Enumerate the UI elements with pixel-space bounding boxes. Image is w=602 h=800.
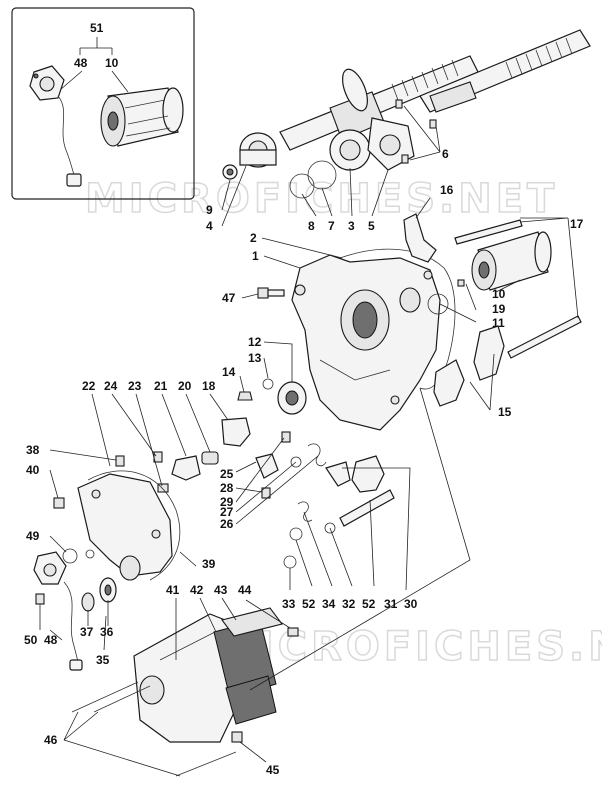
pin-icon xyxy=(457,279,465,287)
callout-7: 7 xyxy=(328,219,335,233)
callout-23: 23 xyxy=(128,379,142,393)
o-ring-2-icon xyxy=(62,548,78,564)
callout-19: 19 xyxy=(492,302,506,316)
callout-52-left: 52 xyxy=(302,597,316,611)
callout-39: 39 xyxy=(202,557,216,571)
callout-9: 9 xyxy=(206,203,213,217)
callout-4: 4 xyxy=(206,219,213,233)
callout-21: 21 xyxy=(154,379,168,393)
callout-17: 17 xyxy=(570,217,584,231)
needle-bearing-icon xyxy=(99,577,117,603)
callout-40: 40 xyxy=(26,463,40,477)
washer-2-icon xyxy=(85,549,95,559)
callout-24: 24 xyxy=(104,379,118,393)
callout-29: 29 xyxy=(220,495,234,509)
callout-45: 45 xyxy=(266,763,280,777)
bearing-icon xyxy=(239,132,277,168)
inset-label-48: 48 xyxy=(74,56,88,70)
callout-38: 38 xyxy=(26,443,40,457)
shift-fork-lower-2-icon xyxy=(473,325,505,381)
selector-drum-icon xyxy=(100,87,184,147)
speed-sensor-icon xyxy=(33,551,83,671)
callout-52-right: 52 xyxy=(362,597,376,611)
callout-27: 27 xyxy=(220,505,234,519)
shift-fork-upper-icon xyxy=(403,213,437,263)
callout-33: 33 xyxy=(282,597,296,611)
callout-31: 31 xyxy=(384,597,398,611)
callout-37: 37 xyxy=(80,625,94,639)
callout-16: 16 xyxy=(440,183,454,197)
side-cover-icon xyxy=(77,455,181,581)
long-bolts-icon xyxy=(71,681,237,777)
bolt-icon xyxy=(257,287,285,299)
washer-icon xyxy=(262,378,274,390)
callout-42: 42 xyxy=(190,583,204,597)
spacer-icon xyxy=(81,592,95,612)
filter-element-icon xyxy=(213,607,283,725)
callout-50: 50 xyxy=(24,633,38,647)
plug-icon xyxy=(237,391,253,401)
callout-43: 43 xyxy=(214,583,228,597)
o-ring-icon xyxy=(427,293,449,315)
callout-13: 13 xyxy=(248,351,262,365)
leader-lines xyxy=(39,105,579,777)
callout-47: 47 xyxy=(222,291,236,305)
callout-12: 12 xyxy=(248,335,262,349)
callout-36: 36 xyxy=(100,625,114,639)
callout-20: 20 xyxy=(178,379,192,393)
callout-15: 15 xyxy=(498,405,512,419)
callout-26: 26 xyxy=(220,517,234,531)
callout-44: 44 xyxy=(238,583,252,597)
inset-box: 51 48 10 xyxy=(11,7,195,200)
bearing-2-icon xyxy=(329,129,371,171)
callout-6: 6 xyxy=(442,147,449,161)
seal-icon xyxy=(277,381,307,415)
callout-2: 2 xyxy=(250,231,257,245)
screw-2-icon xyxy=(35,593,45,605)
shift-drum-icon xyxy=(471,231,552,291)
screw-icon xyxy=(53,497,65,509)
oil-seal-icon xyxy=(222,164,238,180)
callout-32: 32 xyxy=(342,597,356,611)
callout-25: 25 xyxy=(220,467,234,481)
main-housing-icon xyxy=(291,254,441,431)
callout-1: 1 xyxy=(252,249,259,263)
shift-rod-upper-icon xyxy=(454,219,523,245)
callout-10: 10 xyxy=(492,287,506,301)
output-shaft-icon xyxy=(419,29,591,113)
callout-30: 30 xyxy=(404,597,418,611)
callout-18: 18 xyxy=(202,379,216,393)
callout-labels: 9 4 8 7 3 5 6 16 17 2 1 47 10 19 11 12 1… xyxy=(24,147,584,777)
callout-3: 3 xyxy=(348,219,355,233)
shift-lever-assembly-icon xyxy=(153,417,327,499)
callout-34: 34 xyxy=(322,597,336,611)
shift-rod-lower-icon xyxy=(507,315,582,359)
callout-8: 8 xyxy=(308,219,315,233)
shift-fork-lower-1-icon xyxy=(433,359,465,407)
callout-35: 35 xyxy=(96,653,110,667)
screws-icon xyxy=(395,99,437,164)
callout-5: 5 xyxy=(368,219,375,233)
callout-41: 41 xyxy=(166,583,180,597)
inset-label-10: 10 xyxy=(105,56,119,70)
callout-11: 11 xyxy=(492,316,505,330)
sensor-icon xyxy=(29,65,82,187)
callout-22: 22 xyxy=(82,379,96,393)
drain-plug-icon xyxy=(231,731,243,743)
callout-46: 46 xyxy=(44,733,58,747)
callout-48: 48 xyxy=(44,633,58,647)
callout-14: 14 xyxy=(222,365,236,379)
inset-title-label: 51 xyxy=(90,21,104,35)
selector-shaft-icon xyxy=(283,455,395,569)
callout-28: 28 xyxy=(220,481,234,495)
bolt-2-icon xyxy=(287,627,299,637)
watermark-bottom: MICROFICHES.NET xyxy=(215,624,602,670)
callout-49: 49 xyxy=(26,529,40,543)
